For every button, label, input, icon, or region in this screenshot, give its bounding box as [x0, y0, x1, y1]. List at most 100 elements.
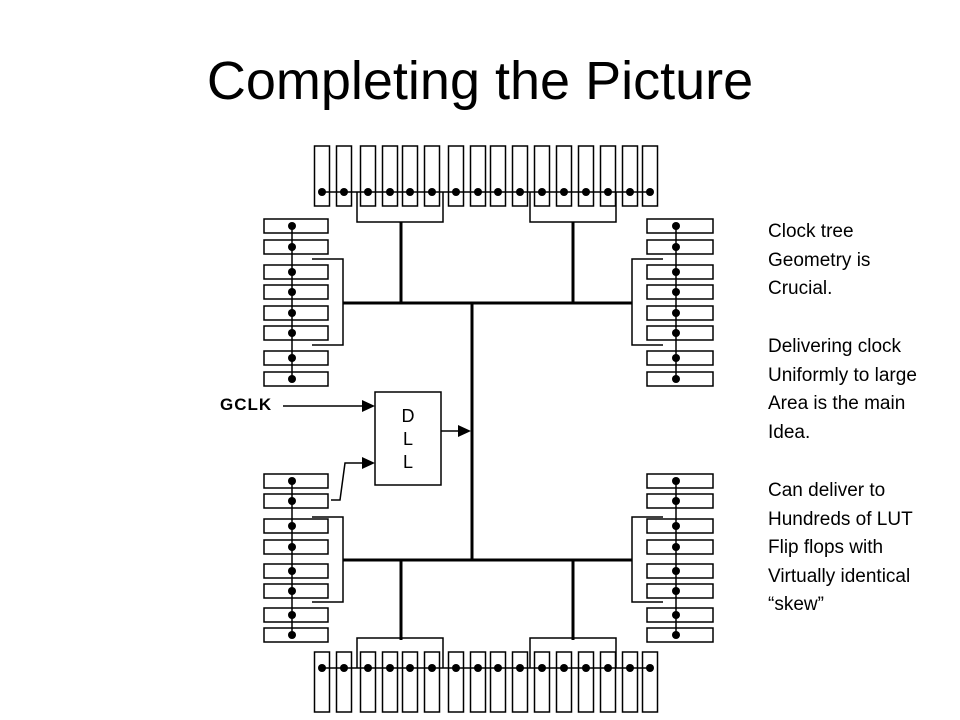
flip-flop — [469, 651, 487, 713]
flip-flop — [577, 145, 595, 207]
clock-pin — [582, 664, 590, 672]
clock-pin — [288, 497, 296, 505]
clock-pin — [452, 664, 460, 672]
clock-pin — [646, 664, 654, 672]
clock-pin — [288, 543, 296, 551]
note-line: Hundreds of LUT — [768, 508, 913, 530]
flip-flop — [381, 145, 399, 207]
feedback-wire — [331, 462, 362, 501]
right-bottom-flip-flop-column — [646, 473, 714, 643]
clock-pin — [318, 664, 326, 672]
clock-pin — [288, 477, 296, 485]
bracket-wire — [356, 192, 444, 223]
left-bottom-flip-flop-column — [263, 473, 329, 643]
top-flip-flop-row — [313, 145, 659, 207]
flip-flop — [489, 145, 507, 207]
clock-pin — [626, 188, 634, 196]
note-line: Can deliver to — [768, 480, 886, 501]
flip-flop — [555, 145, 573, 207]
clock-pin — [538, 188, 546, 196]
dll-letter-d: D — [402, 406, 415, 426]
clock-pin — [288, 243, 296, 251]
clock-pin — [516, 188, 524, 196]
clock-pin — [288, 375, 296, 383]
note-line: Delivering clock — [768, 336, 902, 357]
flip-flop — [401, 651, 419, 713]
clock-pin — [604, 188, 612, 196]
flip-flop — [423, 145, 441, 207]
flip-flop — [489, 651, 507, 713]
note-line: Virtually identical — [768, 565, 911, 587]
clock-pin — [672, 288, 680, 296]
dll-letter-l2: L — [403, 452, 413, 472]
flip-flop — [621, 145, 639, 207]
clock-pin — [288, 611, 296, 619]
clock-pin — [672, 543, 680, 551]
gclk-arrow-icon — [362, 400, 375, 412]
dll-feedback-input — [331, 457, 375, 501]
flip-flop — [641, 651, 659, 713]
note-line: Geometry is — [768, 249, 871, 271]
clock-pin — [288, 309, 296, 317]
clock-pin — [288, 522, 296, 530]
flip-flop — [533, 651, 551, 713]
clock-pin — [672, 222, 680, 230]
dll-box — [374, 391, 442, 486]
gclk-input: GCLK — [220, 395, 375, 414]
flip-flop — [313, 651, 331, 713]
clock-pin — [672, 587, 680, 595]
clock-pin — [288, 354, 296, 362]
clock-pin — [494, 188, 502, 196]
clock-pin — [452, 188, 460, 196]
clock-pin — [626, 664, 634, 672]
clock-pin — [364, 188, 372, 196]
clock-pin — [672, 477, 680, 485]
clock-pin — [288, 587, 296, 595]
flip-flop — [469, 145, 487, 207]
flip-flop — [555, 651, 573, 713]
dll-block: D L L — [374, 391, 442, 486]
flip-flop — [621, 651, 639, 713]
flip-flop — [599, 651, 617, 713]
note-skew: Can deliver to Hundreds of LUT Flip flop… — [768, 477, 960, 620]
clock-pin — [672, 329, 680, 337]
clock-pin — [406, 664, 414, 672]
clock-pin — [582, 188, 590, 196]
flip-flop — [359, 651, 377, 713]
flip-flop — [447, 651, 465, 713]
clock-pin — [428, 664, 436, 672]
note-line: Uniformly to large — [768, 364, 917, 386]
clock-pin — [428, 188, 436, 196]
flip-flop — [335, 651, 353, 713]
dll-output-arrow-icon — [458, 425, 471, 437]
flip-flop — [447, 145, 465, 207]
flip-flop — [401, 145, 419, 207]
clock-pin — [516, 664, 524, 672]
note-clock-tree: Clock tree Geometry is Crucial. — [768, 218, 960, 304]
note-line: Idea. — [768, 421, 811, 443]
clock-pin — [672, 375, 680, 383]
bracket-wire — [529, 192, 617, 223]
flip-flop — [577, 651, 595, 713]
clock-pin — [646, 188, 654, 196]
clock-pin — [604, 664, 612, 672]
feedback-arrow-icon — [362, 457, 375, 469]
clock-pin — [474, 188, 482, 196]
gclk-label: GCLK — [220, 395, 272, 414]
flip-flop — [423, 651, 441, 713]
bracket-wire — [312, 258, 344, 346]
clock-pin — [386, 664, 394, 672]
dll-letter-l1: L — [403, 429, 413, 449]
flip-flop — [533, 145, 551, 207]
flip-flop — [359, 145, 377, 207]
clock-pin — [672, 354, 680, 362]
bracket-wire — [529, 637, 617, 668]
flip-flop — [511, 651, 529, 713]
flip-flop — [313, 145, 331, 207]
clock-pin — [474, 664, 482, 672]
clock-tree-wires — [312, 192, 663, 668]
clock-pin — [672, 567, 680, 575]
clock-pin — [494, 664, 502, 672]
